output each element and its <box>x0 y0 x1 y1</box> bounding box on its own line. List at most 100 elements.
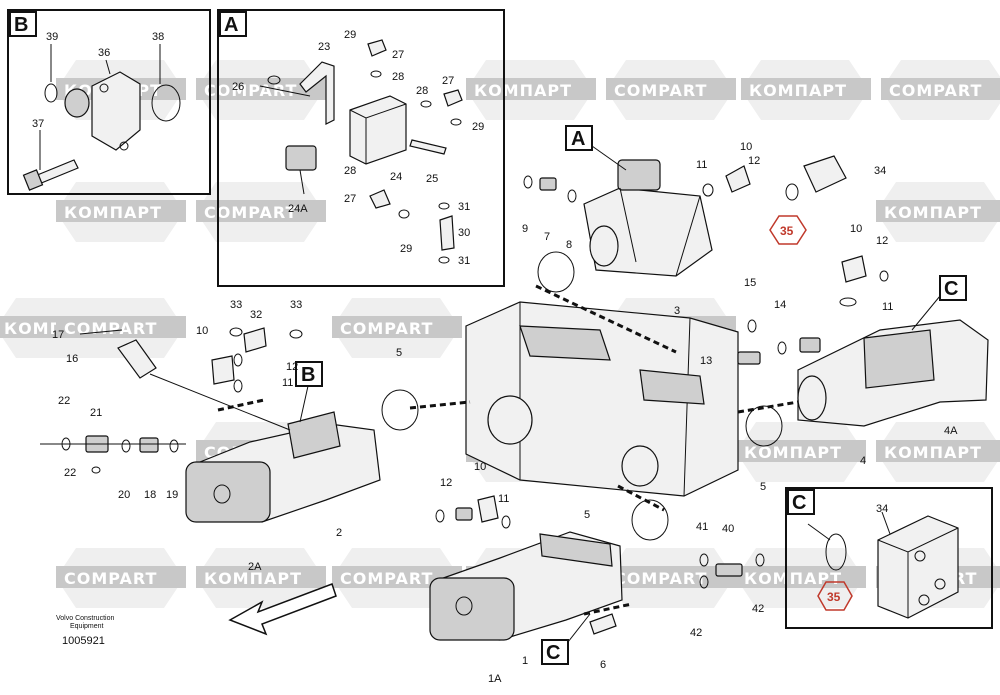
label-16: 16 <box>66 353 78 365</box>
label-15: 15 <box>744 277 756 289</box>
label-26: 26 <box>232 81 244 93</box>
watermark-tile: КОМПАРТ <box>56 182 186 242</box>
label-32: 32 <box>250 309 262 321</box>
watermark-text: COMPART <box>64 319 157 338</box>
label-5-left: 5 <box>396 347 402 359</box>
highlight-35-top: 35 <box>769 215 807 245</box>
label-11-left: 11 <box>282 377 293 389</box>
watermark-tile: КОМПАРТ <box>876 182 1000 242</box>
seal-path-bottom-bolt <box>583 602 633 616</box>
label-35-inset: 35 <box>827 590 841 604</box>
watermark-text: КОМПАРТ <box>64 203 162 222</box>
pump-2 <box>185 411 381 523</box>
watermark-tile: COMPART <box>56 298 186 358</box>
label-25: 25 <box>426 173 438 185</box>
label-10-top: 10 <box>740 141 752 153</box>
callout-a: A <box>571 128 585 150</box>
watermark-text: COMPART <box>889 81 982 100</box>
watermark-tile: КОМПАРТ <box>466 60 596 120</box>
label-24: 24 <box>390 171 402 183</box>
label-27c: 27 <box>344 193 356 205</box>
seal-path-right <box>737 400 799 414</box>
watermark-tile: КОМПАРТ <box>736 422 866 482</box>
label-23: 23 <box>318 41 330 53</box>
label-22-top: 22 <box>58 395 70 407</box>
label-17: 17 <box>52 329 64 341</box>
watermark-tile: КОМПАРТ <box>741 60 871 120</box>
seal-path-left <box>217 398 471 412</box>
watermark-text: COMPART <box>614 569 707 588</box>
pump-1 <box>429 531 623 641</box>
label-33-a: 33 <box>230 299 242 311</box>
label-29c: 29 <box>400 243 412 255</box>
label-14: 14 <box>774 299 786 311</box>
label-41: 41 <box>696 521 708 533</box>
label-2A: 2A <box>248 561 262 573</box>
label-11-top: 11 <box>696 159 707 171</box>
watermark-text: COMPART <box>204 203 297 222</box>
label-5-right: 5 <box>760 481 766 493</box>
seal-path-bottom <box>617 484 665 512</box>
watermark-tile: COMPART <box>881 60 1000 120</box>
label-12-left: 12 <box>286 361 298 373</box>
callout-c-bottom: C <box>546 642 560 664</box>
watermark-text: КОМПАРТ <box>749 81 847 100</box>
label-29b: 29 <box>472 121 484 133</box>
label-12-right: 12 <box>876 235 888 247</box>
watermark-tile: COMPART <box>196 182 326 242</box>
label-8: 8 <box>566 239 572 251</box>
main-callouts: A B C C <box>295 125 967 665</box>
label-31: 31 <box>458 201 470 213</box>
watermark-text: КОМПАРТ <box>474 81 572 100</box>
watermark-text: COMPART <box>204 81 297 100</box>
pump-4 <box>797 319 989 427</box>
label-40: 40 <box>722 523 734 535</box>
label-31b: 31 <box>458 255 470 267</box>
label-10-bottom: 10 <box>474 461 486 473</box>
watermark-tile: COMPART <box>332 548 462 608</box>
label-4A: 4A <box>944 425 958 437</box>
label-18: 18 <box>144 489 156 501</box>
part-labels: 11 10 12 34 9 7 8 3 10 12 11 15 14 13 4 … <box>52 141 958 685</box>
inset-a-tag: A <box>224 14 238 36</box>
label-28: 28 <box>392 71 404 83</box>
label-22-bottom: 22 <box>64 467 76 479</box>
watermark-text: COMPART <box>340 569 433 588</box>
label-38: 38 <box>152 31 164 43</box>
label-24A: 24A <box>288 203 308 215</box>
inset-b-tag: B <box>14 14 28 36</box>
label-27b: 27 <box>442 75 454 87</box>
watermark-text: КОМПАРТ <box>204 569 302 588</box>
brand-line1: Volvo Construction <box>56 615 114 622</box>
label-19: 19 <box>166 489 178 501</box>
inset-b: B 39 36 38 37 <box>7 9 211 195</box>
label-cc34: 34 <box>876 503 888 515</box>
watermark-tile: COMPART <box>196 60 326 120</box>
watermark-text: COMPART <box>64 569 157 588</box>
direction-arrow <box>228 583 337 636</box>
seal-path-top <box>535 284 677 354</box>
watermark-text: COMPART <box>340 319 433 338</box>
watermark-tile: КОМПАРТ <box>196 548 326 608</box>
label-34: 34 <box>874 165 886 177</box>
label-28c: 28 <box>344 165 356 177</box>
label-9: 9 <box>522 223 528 235</box>
label-6: 6 <box>600 659 606 671</box>
label-13: 13 <box>700 355 712 367</box>
watermark-tile: COMPART <box>332 298 462 358</box>
watermark-text: КОМПАРТ <box>744 443 842 462</box>
watermark-text: КОМПАРТ <box>744 569 842 588</box>
label-10-right: 10 <box>850 223 862 235</box>
label-11-right: 11 <box>882 301 893 313</box>
label-11-bottom: 11 <box>498 493 509 505</box>
brand-line2: Equipment <box>70 623 104 630</box>
pump-3 <box>583 159 713 277</box>
label-12-bottom: 12 <box>440 477 452 489</box>
watermark-text: КОМПАРТ <box>884 203 982 222</box>
inset-c-tag: C <box>792 492 806 514</box>
label-5-bottom: 5 <box>584 509 590 521</box>
watermark-tile: COMPART <box>606 60 736 120</box>
label-29: 29 <box>344 29 356 41</box>
watermark-tile: КОМПАРТ <box>736 548 866 608</box>
